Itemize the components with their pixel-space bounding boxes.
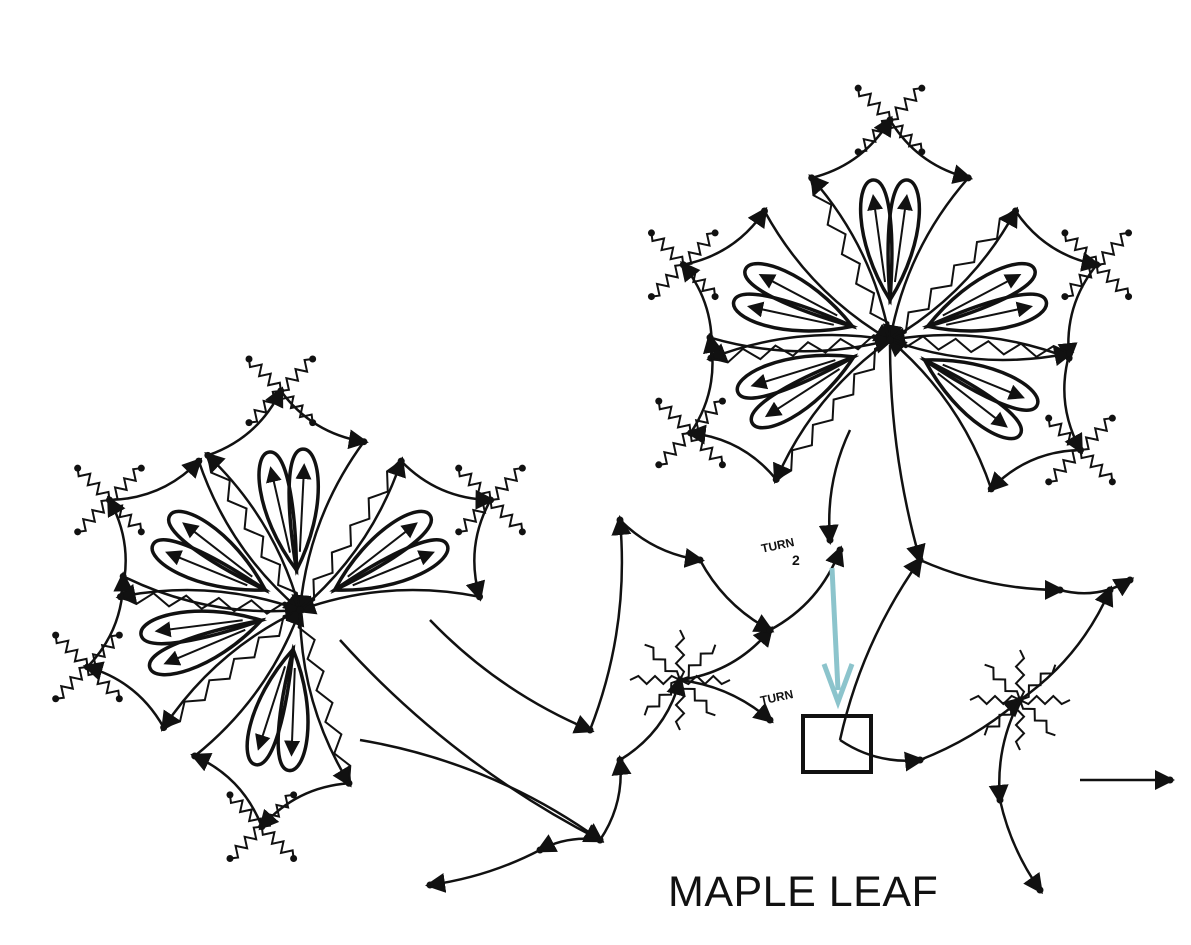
start-square — [803, 716, 871, 772]
right-maple-leaf — [648, 85, 1132, 493]
blue-indicator-arrow — [824, 568, 852, 702]
turn-number-upper: 2 — [792, 552, 800, 568]
diagram-title: MAPLE LEAF — [668, 868, 938, 917]
left-maple-leaf — [52, 356, 526, 862]
